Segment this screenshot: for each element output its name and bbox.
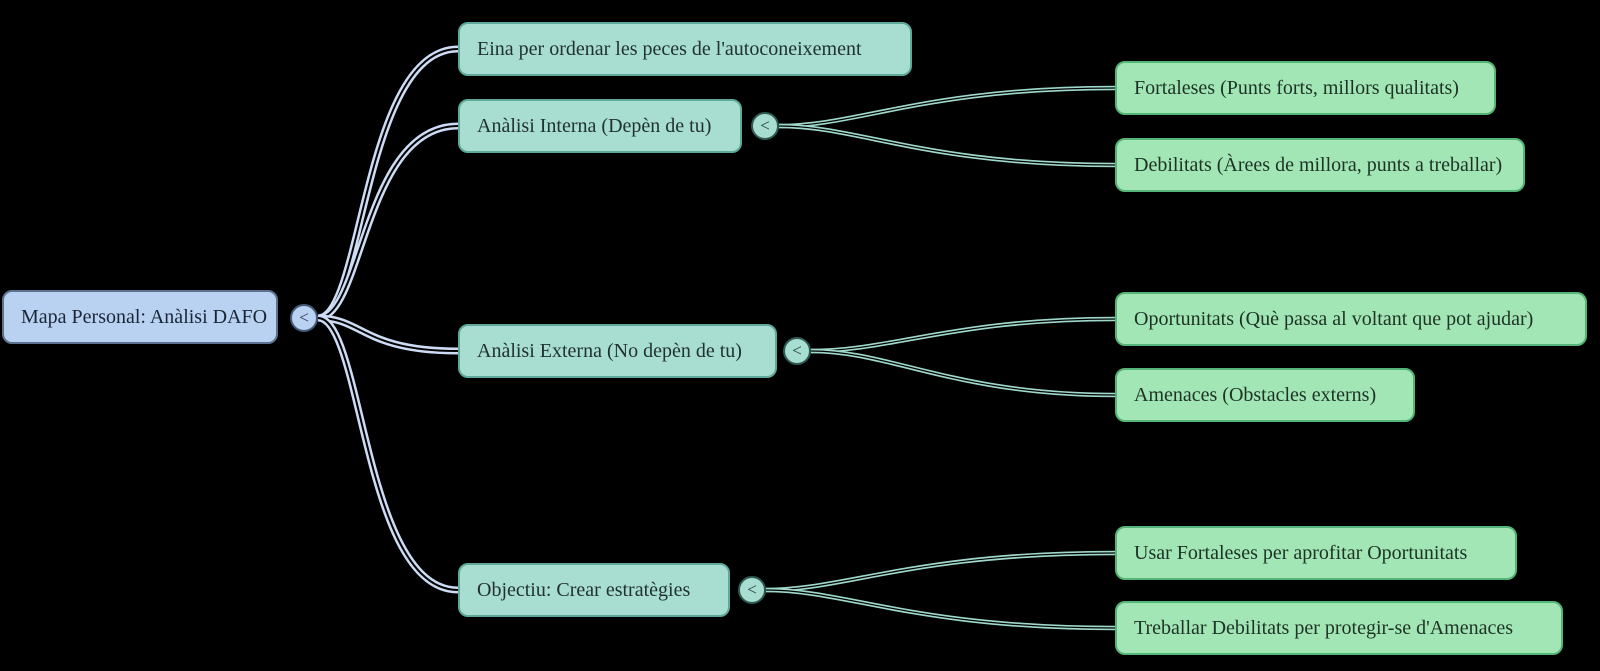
node-oportunitats-label: Oportunitats (Què passa al voltant que p… (1134, 307, 1534, 330)
link-externa-to-oportunitats (810, 316, 1116, 354)
node-fortaleses-label: Fortaleses (Punts forts, millors qualita… (1134, 76, 1459, 99)
node-debilitats[interactable]: Debilitats (Àrees de millora, punts a tr… (1115, 138, 1525, 192)
chevron-left-icon: < (747, 579, 757, 599)
node-root[interactable]: Mapa Personal: Anàlisi DAFO (2, 290, 278, 344)
link-objectiu-to-treballar (765, 587, 1116, 631)
node-usar-fortaleses[interactable]: Usar Fortaleses per aprofitar Oportunita… (1115, 526, 1517, 580)
node-treballar-debilitats[interactable]: Treballar Debilitats per protegir-se d'A… (1115, 601, 1563, 655)
node-usar-fortaleses-label: Usar Fortaleses per aprofitar Oportunita… (1134, 541, 1468, 564)
node-objectiu-label: Objectiu: Crear estratègies (477, 578, 691, 601)
node-analisi-interna[interactable]: Anàlisi Interna (Depèn de tu) (458, 99, 742, 153)
link-root-to-objectiu (317, 314, 459, 594)
chevron-left-icon: < (760, 115, 770, 135)
link-root-to-analisi-externa (317, 314, 459, 355)
node-eina[interactable]: Eina per ordenar les peces de l'autocone… (458, 22, 912, 76)
collapse-button-objectiu[interactable]: < (738, 576, 766, 604)
node-analisi-interna-label: Anàlisi Interna (Depèn de tu) (477, 114, 712, 137)
chevron-left-icon: < (299, 307, 309, 327)
collapse-button-root[interactable]: < (290, 304, 318, 332)
link-externa-to-amenaces (810, 348, 1116, 398)
link-interna-to-fortaleses (778, 85, 1116, 129)
node-treballar-debilitats-label: Treballar Debilitats per protegir-se d'A… (1134, 616, 1514, 639)
link-objectiu-to-usar (765, 550, 1116, 593)
node-analisi-externa[interactable]: Anàlisi Externa (No depèn de tu) (458, 324, 777, 378)
node-debilitats-label: Debilitats (Àrees de millora, punts a tr… (1134, 153, 1503, 176)
node-amenaces-label: Amenaces (Obstacles externs) (1134, 383, 1377, 406)
node-oportunitats[interactable]: Oportunitats (Què passa al voltant que p… (1115, 292, 1587, 346)
link-interna-to-debilitats (778, 123, 1116, 168)
node-eina-label: Eina per ordenar les peces de l'autocone… (477, 37, 862, 60)
chevron-left-icon: < (792, 340, 802, 360)
node-analisi-externa-label: Anàlisi Externa (No depèn de tu) (477, 339, 742, 362)
node-root-label: Mapa Personal: Anàlisi DAFO (21, 305, 268, 328)
node-objectiu[interactable]: Objectiu: Crear estratègies (458, 563, 730, 617)
node-fortaleses[interactable]: Fortaleses (Punts forts, millors qualita… (1115, 61, 1496, 115)
link-root-to-analisi-interna (317, 122, 459, 322)
collapse-button-analisi-externa[interactable]: < (783, 337, 811, 365)
node-amenaces[interactable]: Amenaces (Obstacles externs) (1115, 368, 1415, 422)
collapse-button-analisi-interna[interactable]: < (751, 112, 779, 140)
